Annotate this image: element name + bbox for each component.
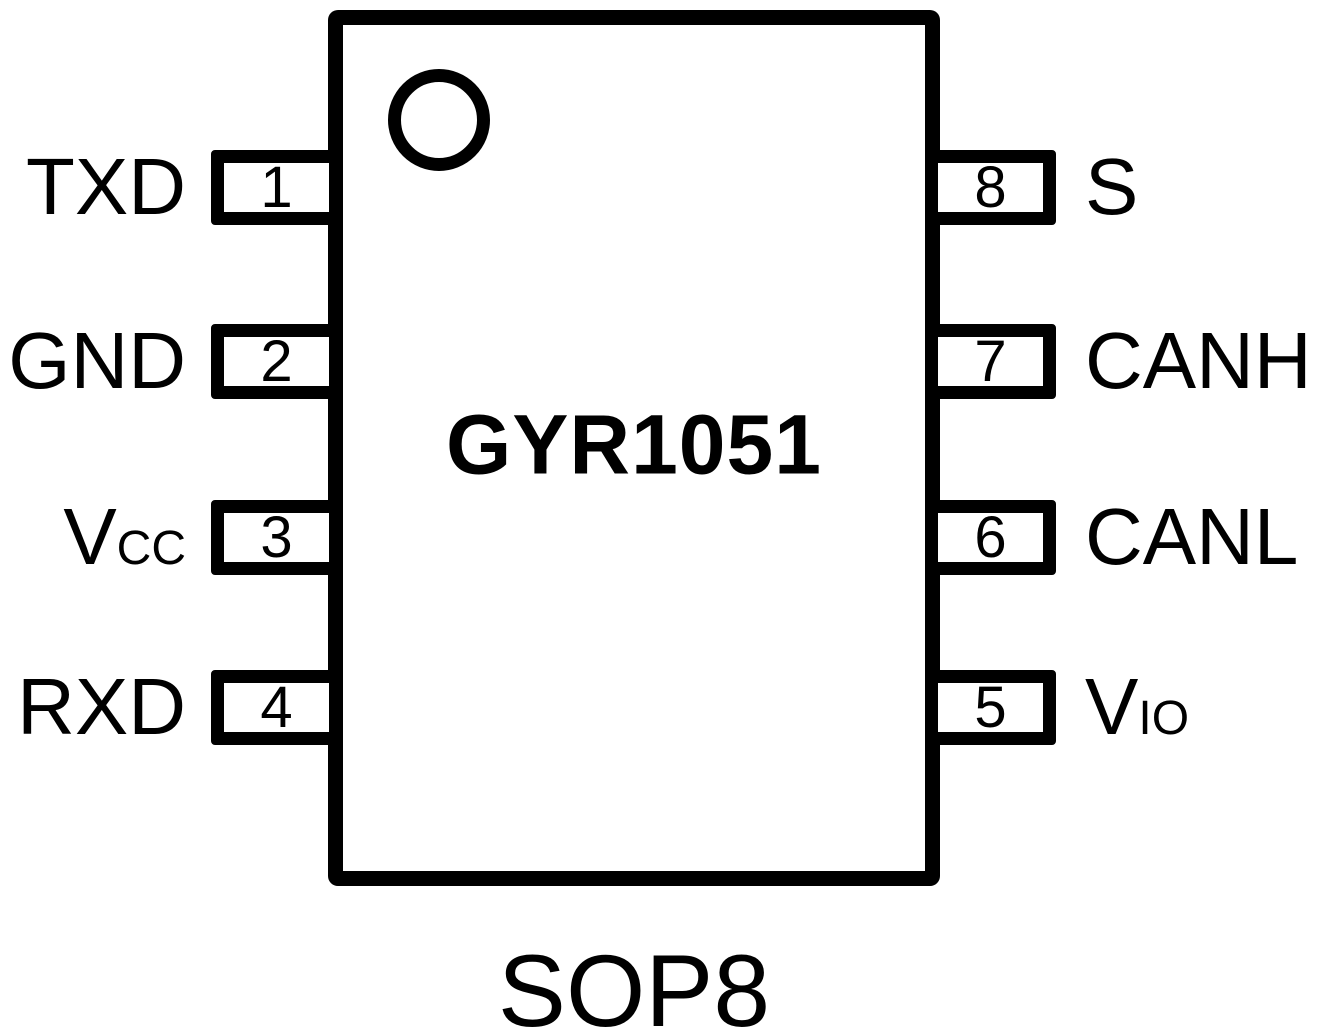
pin-number: 3 bbox=[260, 504, 293, 570]
pin-box-6: 6 bbox=[925, 500, 1056, 575]
pin-label-canl: CANL bbox=[1085, 497, 1323, 577]
pin-box-8: 8 bbox=[925, 150, 1056, 225]
pin-label-txd: TXD bbox=[0, 147, 186, 227]
pin-label-s: S bbox=[1085, 147, 1323, 227]
pin-label-main: GND bbox=[8, 316, 186, 405]
pin-number: 4 bbox=[260, 674, 293, 740]
pin-box-3: 3 bbox=[211, 500, 342, 575]
pin-number: 1 bbox=[260, 154, 293, 220]
pin-number: 5 bbox=[974, 674, 1007, 740]
pin-label-main: S bbox=[1085, 142, 1139, 231]
pin-box-2: 2 bbox=[211, 324, 342, 399]
pin-number: 7 bbox=[974, 328, 1007, 394]
pin1-indicator-circle-icon bbox=[388, 69, 490, 171]
package-name: SOP8 bbox=[497, 934, 771, 1034]
pin-number: 2 bbox=[260, 328, 293, 394]
pin-label-rxd: RXD bbox=[0, 667, 186, 747]
pin-label-subscript: IO bbox=[1138, 692, 1190, 745]
pin-box-1: 1 bbox=[211, 150, 342, 225]
pin-label-vio: VIO bbox=[1085, 667, 1323, 747]
pin-box-4: 4 bbox=[211, 670, 342, 745]
pin-label-main: V bbox=[63, 492, 117, 581]
pin-number: 8 bbox=[974, 154, 1007, 220]
pin-label-main: V bbox=[1085, 662, 1139, 751]
pin-label-main: TXD bbox=[26, 142, 186, 231]
pin-box-5: 5 bbox=[925, 670, 1056, 745]
chip-name: GYR1051 bbox=[446, 397, 822, 492]
pin-label-main: CANL bbox=[1085, 492, 1299, 581]
pin-label-main: CANH bbox=[1085, 316, 1312, 405]
pin-label-subscript: CC bbox=[116, 522, 186, 575]
pin-label-canh: CANH bbox=[1085, 321, 1323, 401]
pin-label-gnd: GND bbox=[0, 321, 186, 401]
pin-number: 6 bbox=[974, 504, 1007, 570]
pin-box-7: 7 bbox=[925, 324, 1056, 399]
pin-label-vcc: VCC bbox=[0, 497, 186, 577]
pin-label-main: RXD bbox=[17, 662, 186, 751]
